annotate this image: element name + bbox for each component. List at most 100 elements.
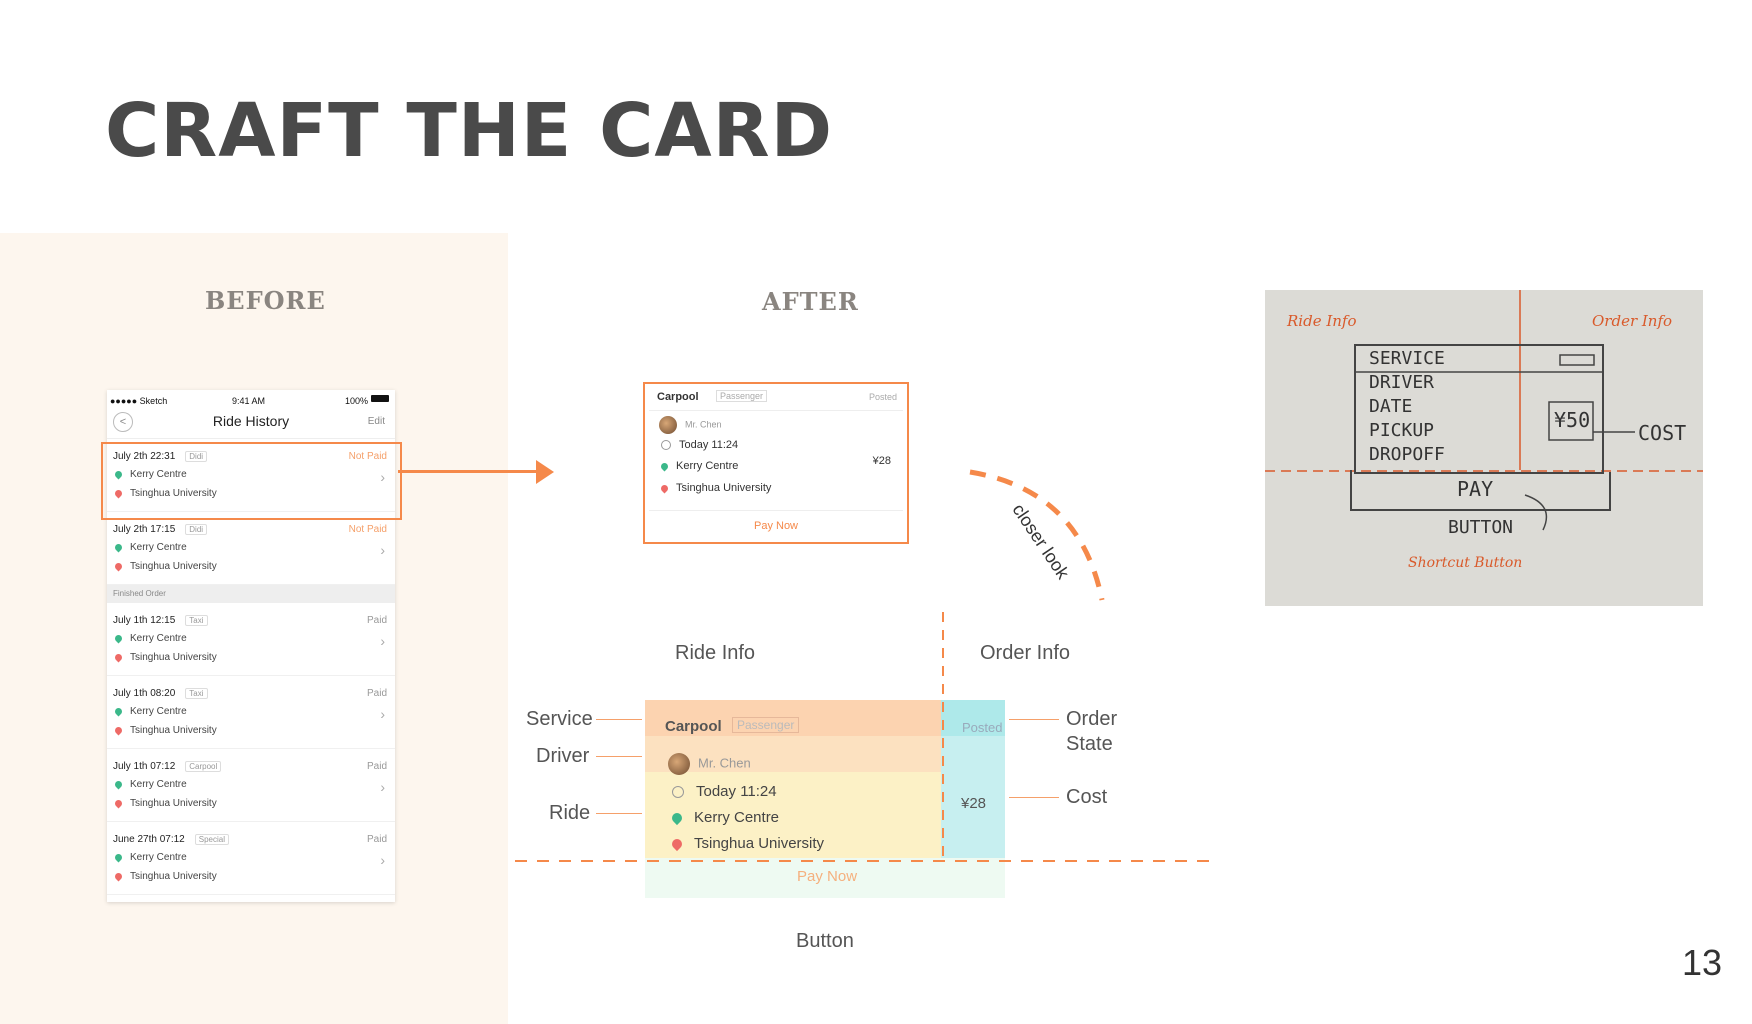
- bd-service: Carpool: [665, 718, 722, 735]
- service-badge: Carpool: [185, 761, 222, 772]
- bd-pickup-row: Kerry Centre: [669, 809, 779, 826]
- ride-date-text: July 1th 12:15: [113, 615, 176, 626]
- clock-icon: [661, 440, 671, 451]
- driver-zone: [645, 736, 941, 772]
- order-info-label: Order Info: [980, 642, 1071, 664]
- bd-dropoff: Tsinghua University: [694, 835, 825, 852]
- back-button[interactable]: <: [113, 412, 133, 432]
- sketch-lines: [1265, 290, 1703, 531]
- service-badge: Taxi: [185, 615, 208, 626]
- sketch-line: DROPOFF: [1369, 444, 1445, 465]
- dropoff-row: Tsinghua University: [113, 488, 217, 499]
- payment-status: Not Paid: [348, 524, 387, 535]
- pickup-row: Kerry Centre: [113, 706, 187, 717]
- service-zone: [645, 700, 941, 736]
- sketch-line: DATE: [1369, 396, 1413, 417]
- label-ride: Ride: [549, 802, 591, 824]
- clock-time: 9:41 AM: [232, 396, 266, 406]
- sketch-price: ¥50: [1554, 408, 1591, 432]
- after-heading: AFTER: [762, 287, 859, 316]
- service-badge: Didi: [185, 524, 208, 535]
- status-bar: ●●●●● Sketch 9:41 AM 100%: [107, 390, 395, 410]
- bd-pay-now: Pay Now: [797, 868, 858, 885]
- before-heading: BEFORE: [205, 286, 326, 315]
- chevron-right-icon: ›: [380, 779, 385, 795]
- tick-driver: [596, 756, 642, 757]
- payment-status: Not Paid: [348, 451, 387, 462]
- bd-dropoff-row: Tsinghua University: [669, 835, 825, 852]
- dropoff-row: Tsinghua University: [113, 725, 217, 736]
- ride-date-text: July 2th 22:31: [113, 451, 176, 462]
- bd-time: Today 11:24: [696, 783, 777, 800]
- ride-card[interactable]: Carpool Passenger Posted Mr. Chen Today …: [643, 382, 909, 544]
- order-state-zone: [941, 700, 1005, 736]
- payment-status: Paid: [366, 761, 387, 772]
- label-state: State: [1066, 733, 1113, 755]
- page-number: 13: [1682, 942, 1723, 983]
- ride-date-text: June 27th 07:12: [113, 834, 185, 845]
- pickup-text: Kerry Centre: [130, 852, 187, 863]
- ride-date: July 1th 07:12 Carpool: [113, 761, 222, 772]
- sketch-ride-info: Ride Info: [1287, 312, 1357, 330]
- label-cost: Cost: [1066, 786, 1108, 808]
- pickup-text: Kerry Centre: [130, 469, 187, 480]
- ride-info-label: Ride Info: [675, 642, 756, 664]
- finished-order-header: Finished Order: [107, 585, 395, 603]
- dropoff-text: Tsinghua University: [130, 652, 217, 663]
- pickup-text: Kerry Centre: [130, 542, 187, 553]
- payment-status: Paid: [366, 615, 387, 626]
- payment-status: Paid: [366, 688, 387, 699]
- card-pickup: Kerry Centre: [676, 460, 739, 472]
- ride-date: July 2th 22:31 Didi: [113, 451, 208, 462]
- bd-price: ¥28: [961, 795, 987, 812]
- payment-status: Paid: [366, 834, 387, 845]
- dropoff-text: Tsinghua University: [130, 561, 217, 572]
- sketch-line: PICKUP: [1369, 420, 1435, 441]
- pickup-text: Kerry Centre: [130, 779, 187, 790]
- pickup-row: Kerry Centre: [113, 633, 187, 644]
- bd-role-badge: Passenger: [732, 717, 800, 733]
- pickup-row: Kerry Centre: [113, 779, 187, 790]
- sketch-shortcut: Shortcut Button: [1408, 555, 1523, 571]
- card-time-row: Today 11:24: [659, 439, 738, 451]
- nav-bar: < Ride History Edit: [107, 410, 395, 439]
- sketch-pay: PAY: [1457, 477, 1494, 501]
- tick-service: [596, 719, 642, 720]
- service-badge: Taxi: [185, 688, 208, 699]
- bd-driver-row: Mr. Chen: [668, 753, 751, 775]
- card-driver: Mr. Chen: [659, 416, 722, 434]
- arrow-line: [398, 470, 538, 473]
- edit-button[interactable]: Edit: [367, 416, 385, 427]
- pickup-row: Kerry Centre: [113, 852, 187, 863]
- tick-ride: [596, 813, 642, 814]
- card-pickup-row: Kerry Centre: [659, 460, 738, 472]
- pay-now-button[interactable]: Pay Now: [649, 510, 903, 541]
- dropoff-text: Tsinghua University: [130, 798, 217, 809]
- dropoff-text: Tsinghua University: [130, 871, 217, 882]
- battery-icon: [371, 395, 389, 402]
- ride-date-text: July 1th 07:12: [113, 761, 176, 772]
- dropoff-row: Tsinghua University: [113, 652, 217, 663]
- card-price: ¥28: [872, 455, 891, 467]
- pickup-text: Kerry Centre: [130, 633, 187, 644]
- label-button: Button: [796, 930, 854, 952]
- pickup-row: Kerry Centre: [113, 469, 187, 480]
- ride-history-screen: ●●●●● Sketch 9:41 AM 100% < Ride History…: [107, 390, 395, 902]
- service-badge: Didi: [185, 451, 208, 462]
- closer-look-arc: [969, 469, 1105, 601]
- sketch-line: SERVICE: [1369, 348, 1445, 369]
- clock-icon: [672, 786, 684, 799]
- label-service: Service: [526, 708, 593, 730]
